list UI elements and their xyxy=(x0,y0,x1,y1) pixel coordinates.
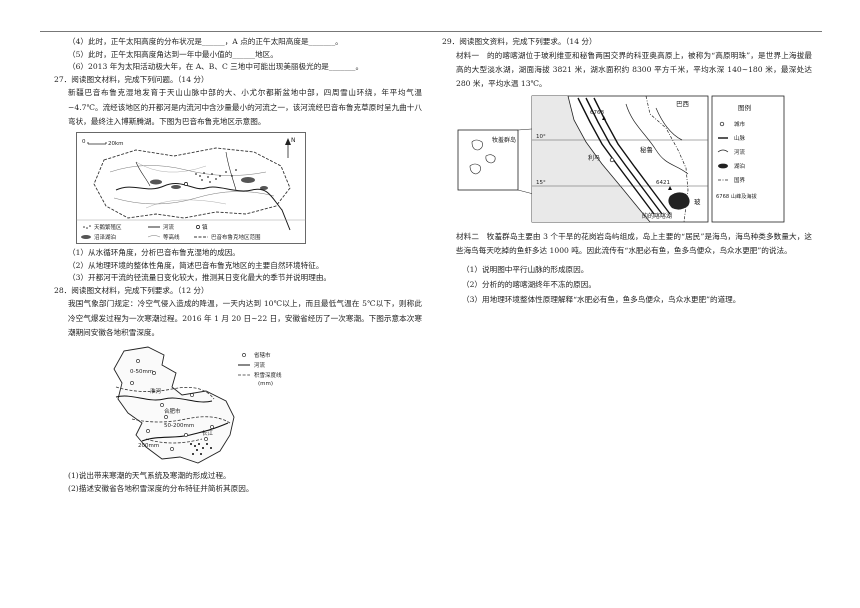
city-lima: 利马 xyxy=(588,154,600,162)
legend-snow-line: 积雪深度线 xyxy=(254,371,282,379)
legend-border: 国界 xyxy=(734,177,746,184)
coastline xyxy=(567,96,651,223)
heavy-snow-area xyxy=(190,442,212,455)
lake-titicaca xyxy=(668,192,690,210)
q28-title: 28．阅读图文材料，完成下列要求。（12 分） xyxy=(54,285,209,295)
q29-title: 29．阅读图文资料，完成下列要求。（14 分） xyxy=(442,37,597,46)
snow-depth-line-1 xyxy=(115,386,215,400)
legend-river-2: 河流 xyxy=(254,361,266,369)
q28-question-2: (2)描述安徽省各地积雪深度的分布特征并简析其原因。 xyxy=(68,483,254,493)
country-bolivia: 玻 xyxy=(694,197,701,206)
country-peru: 秘鲁 xyxy=(640,145,653,154)
q27-question-1: （1）从水循环角度，分析巴音布鲁克湿地的成因。 xyxy=(68,247,240,257)
bayinbuluke-map: N 0 20km xyxy=(76,132,306,244)
q27-passage: 新疆巴音布鲁克湿地发育于天山山脉中部的大、小尤尔都斯盆地中部，四周雪山环绕，年平… xyxy=(68,88,422,126)
titicaca-map-svg: 牧羞群岛 10° 15° xyxy=(457,95,785,223)
huai-river-label: 淮河 xyxy=(150,387,162,395)
swan-breeding-area xyxy=(195,169,237,183)
region-boundary xyxy=(93,147,291,219)
legend-lake: 湖泊 xyxy=(734,162,745,170)
peak-6421: 6421 xyxy=(656,180,670,186)
snow-depth-line-2 xyxy=(131,416,231,424)
north-arrow-icon xyxy=(285,137,291,158)
kaidu-river xyxy=(115,182,291,231)
lat-15: 15° xyxy=(536,180,546,186)
city-markers xyxy=(130,359,214,451)
titicaca-legend xyxy=(711,95,785,223)
legend-river: 河流 xyxy=(163,223,175,231)
legend-city-3: 城市 xyxy=(734,120,746,128)
north-label: N xyxy=(291,137,296,144)
legend-boundary: 巴音布鲁克地区范围 xyxy=(211,233,261,241)
legend-contour: 等高线 xyxy=(163,233,180,241)
yangtze-label: 长江 xyxy=(202,429,214,437)
legend-city: 省辖市 xyxy=(254,351,271,359)
bayinbuluke-map-svg: N 0 20km xyxy=(76,132,306,244)
lake-label: 的的喀喀湖 xyxy=(642,212,672,220)
scale-bar: 0 xyxy=(82,139,107,145)
peak-6768: 6768 xyxy=(590,110,604,116)
q28-question-1: (1)说出带来寒潮的天气系统及寒潮的形成过程。 xyxy=(68,470,231,480)
q29-material-1: 材料一 的的喀喀湖位于玻利维亚和秘鲁两国交界的科亚奥高原上，被称为“高原明珠”，… xyxy=(456,50,812,88)
marsh-lakes xyxy=(150,176,268,190)
q27-question-3: （3）开都河干流的径流量日变化较大，推测其日变化最大的季节并说明理由。 xyxy=(68,273,332,283)
peak-6421-marker xyxy=(668,186,672,191)
q26-item-4: （4）此时，正午太阳高度的分布状况是______，A 点的正午太阳高度是____… xyxy=(68,37,343,46)
anhui-snow-map: 0-50mm 淮河 合肥市 50-200mm 200mm 长江 省辖市 河流 积… xyxy=(102,343,298,467)
q27-title: 27．阅读图文材料，完成下列问题。（14 分） xyxy=(54,74,209,84)
hefei-label: 合肥市 xyxy=(164,407,181,415)
q29-material-2: 材料二 牧羞群岛主要由 3 个干旱的花岗岩岛屿组成，岛上主要的“居民”是海鸟，海… xyxy=(456,232,812,256)
snow-depth-line-3 xyxy=(145,438,203,444)
yangtze-river xyxy=(141,422,229,442)
huai-river xyxy=(115,395,213,403)
national-border xyxy=(645,96,689,223)
peak-6768-marker xyxy=(602,116,606,121)
town-marker xyxy=(184,182,188,186)
legend-title: 图例 xyxy=(738,103,751,112)
q29-question-2: （2）分析的的喀喀湖终年不冻的原因。 xyxy=(462,279,596,289)
q27-question-2: （2）从地理环境的整体性角度，简述巴音布鲁克地区的主要自然环境特征。 xyxy=(68,260,324,270)
anhui-outline xyxy=(113,346,235,464)
inset-label: 牧羞群岛 xyxy=(492,136,516,144)
legend-unit: (mm) xyxy=(258,381,273,387)
header-rule xyxy=(40,31,822,32)
snow-label-0-50: 0-50mm xyxy=(130,369,153,375)
legend-peak: 6768 山峰及海拔 xyxy=(716,192,758,200)
q28-passage: 我国气象部门规定：冷空气侵入造成的降温，一天内达到 10℃以上，而且最低气温在 … xyxy=(68,299,422,337)
q26-item-5: （5）此时，正午太阳高度角达到一年中最小值的______地区。 xyxy=(68,49,278,59)
legend-mountain: 山脉 xyxy=(734,134,746,142)
q29-question-3: （3）用地理环境整体性原理解释“水肥必有鱼，鱼多鸟便众，鸟众水更肥”的道理。 xyxy=(462,294,741,304)
map-legend xyxy=(76,219,306,239)
right-column: 29．阅读图文资料，完成下列要求。（14 分） 材料一 的的喀喀湖位于玻利维亚和… xyxy=(442,36,812,307)
q29-question-1: （1）说明图中平行山脉的形成原因。 xyxy=(462,264,589,274)
legend-swan: 天鹅繁殖区 xyxy=(94,223,122,231)
snow-label-50-200: 50-200mm xyxy=(164,423,194,429)
titicaca-map: 牧羞群岛 10° 15° xyxy=(456,94,786,226)
scale-label: 20km xyxy=(108,141,124,147)
legend-town: 镇 xyxy=(202,223,208,231)
legend-marsh: 沼泽湖泊 xyxy=(94,233,116,241)
country-brazil: 巴西 xyxy=(676,100,690,108)
anhui-snow-map-svg: 0-50mm 淮河 合肥市 50-200mm 200mm 长江 省辖市 河流 积… xyxy=(113,346,282,464)
guano-islands-inset xyxy=(457,129,519,191)
svg-text:0: 0 xyxy=(82,139,86,145)
lima-marker xyxy=(609,158,615,163)
snow-label-200: 200mm xyxy=(138,443,159,449)
snow-map-legend xyxy=(238,353,250,376)
left-column: （4）此时，正午太阳高度的分布状况是______，A 点的正午太阳高度是____… xyxy=(54,36,422,495)
q26-item-6: （6）2013 年为太阳活动极大年，在 A、B、C 三地中可能出现美丽极光的是_… xyxy=(68,62,364,72)
lat-10: 10° xyxy=(536,134,546,140)
legend-river-3: 河流 xyxy=(734,148,746,156)
